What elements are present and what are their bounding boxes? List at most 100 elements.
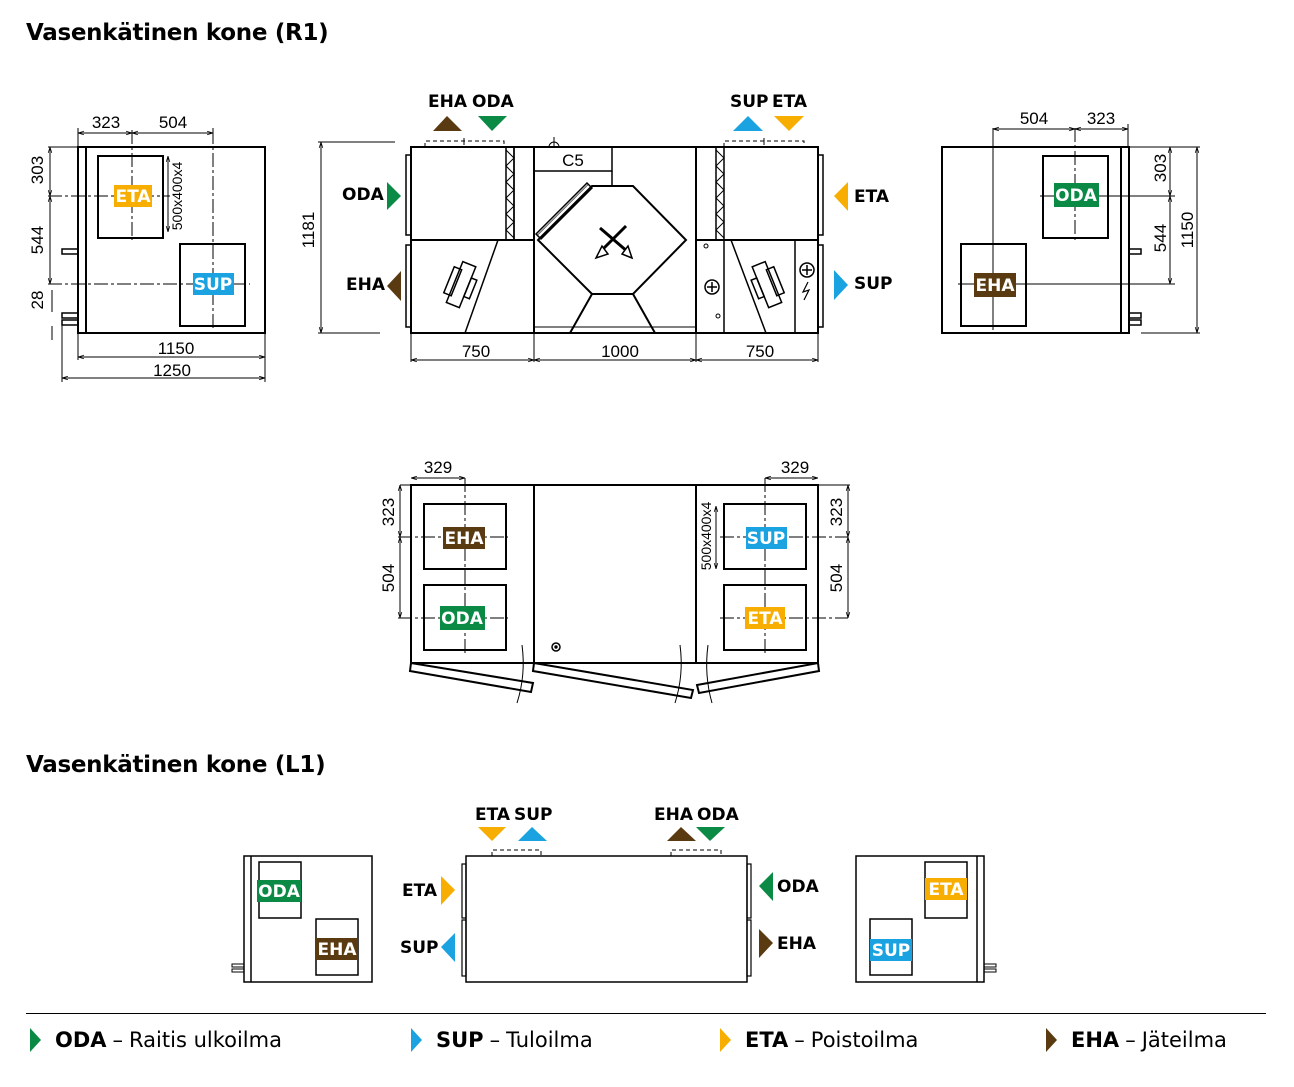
- legend-text: Poistoilma: [810, 1028, 919, 1052]
- tag-oda-top: ODA: [441, 609, 484, 629]
- label-eha-side: EHA: [346, 275, 386, 295]
- oda-arrow-icon: [30, 1028, 41, 1052]
- tag-eta-top: ETA: [747, 609, 783, 629]
- filter-class-c5: C5: [562, 151, 584, 170]
- dim-544: 544: [28, 226, 47, 254]
- tag-eta: ETA: [115, 187, 151, 207]
- sup-up-arrow-icon: [518, 827, 547, 841]
- l1-right-end-view: [855, 855, 997, 983]
- r1-front-view: [318, 137, 824, 362]
- dim-329-right: 329: [781, 458, 809, 477]
- legend-sep: –: [1125, 1028, 1136, 1052]
- label-sup-side: SUP: [854, 274, 893, 294]
- label-eta-top: ETA: [772, 92, 808, 112]
- legend-text: Tuloilma: [506, 1028, 593, 1052]
- r1-front-flow-labels: EHA ODA SUP ETA ODA EHA ETA SUP: [342, 92, 893, 301]
- eha-right-arrow-icon: [759, 929, 773, 958]
- oda-down-arrow-icon: [478, 116, 507, 131]
- dim-323-top-left: 323: [379, 498, 398, 526]
- dim-323: 323: [92, 113, 120, 132]
- l1-label-eha-top: EHA: [654, 805, 694, 825]
- legend-code: EHA: [1071, 1028, 1120, 1052]
- eha-arrow-icon: [1046, 1028, 1057, 1052]
- eta-down-arrow-icon: [774, 116, 804, 131]
- oda-right-arrow-icon: [387, 182, 401, 210]
- sup-up-arrow-icon: [733, 116, 763, 131]
- dim-303-r: 303: [1151, 154, 1170, 182]
- label-sup-top: SUP: [730, 92, 769, 112]
- dim-1150-r: 1150: [1178, 212, 1197, 249]
- dim-1181: 1181: [299, 212, 318, 249]
- legend-item-eha: EHA – Jäteilma: [1046, 1028, 1227, 1052]
- label-eha-top: EHA: [428, 92, 468, 112]
- r1-top-tags: EHA ODA SUP ETA: [440, 527, 787, 630]
- dim-duct: 500x400x4: [169, 162, 185, 231]
- tag-oda: ODA: [1055, 186, 1098, 206]
- legend-item-eta: ETA – Poistoilma: [720, 1028, 918, 1052]
- l1-label-oda-side: ODA: [777, 877, 820, 897]
- tag-eha-l1: EHA: [318, 940, 358, 960]
- legend-sep: –: [112, 1028, 124, 1052]
- tag-eha-top: EHA: [445, 529, 485, 549]
- dim-504: 504: [159, 113, 187, 132]
- sup-left-arrow-icon: [441, 933, 455, 962]
- dim-323-top-right: 323: [827, 498, 846, 526]
- legend-sep: –: [489, 1028, 501, 1052]
- l1-label-oda-top: ODA: [697, 805, 740, 825]
- r1-left-dims: 323 504 303 544 28 500x400x4 1150 1250: [28, 113, 194, 380]
- r1-top-view: [398, 478, 850, 704]
- l1-label-eta-top: ETA: [475, 805, 511, 825]
- dim-504-top-right: 504: [827, 564, 846, 592]
- section-heading-r1: Vasenkätinen kone (R1): [26, 20, 329, 46]
- label-oda-top: ODA: [472, 92, 515, 112]
- eta-left-arrow-icon: [834, 182, 848, 211]
- eha-up-arrow-icon: [433, 116, 462, 131]
- dim-323-r: 323: [1087, 109, 1115, 128]
- legend-item-oda: ODA – Raitis ulkoilma: [30, 1028, 282, 1052]
- oda-left-arrow-icon: [759, 872, 773, 901]
- l1-left-tags: ODA EHA: [257, 880, 358, 960]
- dim-duct-top: 500x400x4: [698, 502, 714, 571]
- dim-329-left: 329: [424, 458, 452, 477]
- legend-code: ODA: [55, 1028, 107, 1052]
- dim-504-r: 504: [1020, 109, 1048, 128]
- legend-text: Raitis ulkoilma: [129, 1028, 282, 1052]
- l1-front-view: [461, 849, 752, 983]
- l1-front-flow-labels: ETA SUP EHA ODA ETA SUP ODA EHA: [400, 805, 820, 962]
- oda-down-arrow-icon: [696, 827, 725, 841]
- l1-left-end-view: [231, 855, 373, 983]
- dim-1000: 1000: [601, 342, 639, 361]
- l1-label-eha-side: EHA: [777, 934, 817, 954]
- dim-750-right: 750: [746, 342, 774, 361]
- r1-front-dims: 1181 750 1000 750 C5: [299, 151, 774, 361]
- eha-left-arrow-icon: [387, 271, 401, 301]
- dim-750-left: 750: [462, 342, 490, 361]
- dim-303: 303: [28, 156, 47, 184]
- r1-right-end-view: [941, 124, 1200, 334]
- legend-code: ETA: [745, 1028, 789, 1052]
- r1-right-tags: ODA EHA: [974, 183, 1099, 297]
- tag-sup: SUP: [194, 275, 233, 295]
- eta-arrow-icon: [720, 1028, 731, 1052]
- r1-left-end-view: [48, 128, 266, 382]
- tag-eta-l1: ETA: [928, 880, 964, 900]
- l1-label-sup-side: SUP: [400, 938, 439, 958]
- legend-sep: –: [794, 1028, 805, 1052]
- l1-right-tags: ETA SUP: [870, 878, 967, 961]
- label-eta-side: ETA: [854, 187, 890, 207]
- dim-1250: 1250: [153, 361, 191, 380]
- dim-544-r: 544: [1151, 224, 1170, 252]
- r1-right-dims: 504 323 303 544 1150: [1020, 109, 1197, 252]
- legend-divider: [26, 1013, 1266, 1014]
- tag-sup-l1: SUP: [872, 941, 911, 961]
- sup-right-arrow-icon: [834, 270, 848, 300]
- label-oda-side: ODA: [342, 185, 385, 205]
- tag-eha: EHA: [976, 276, 1016, 296]
- tag-sup-top: SUP: [747, 529, 786, 549]
- l1-label-eta-side: ETA: [402, 881, 438, 901]
- sup-arrow-icon: [411, 1028, 422, 1052]
- eta-right-arrow-icon: [441, 876, 455, 905]
- r1-left-tags: ETA SUP: [114, 185, 234, 295]
- dim-504-top-left: 504: [379, 564, 398, 592]
